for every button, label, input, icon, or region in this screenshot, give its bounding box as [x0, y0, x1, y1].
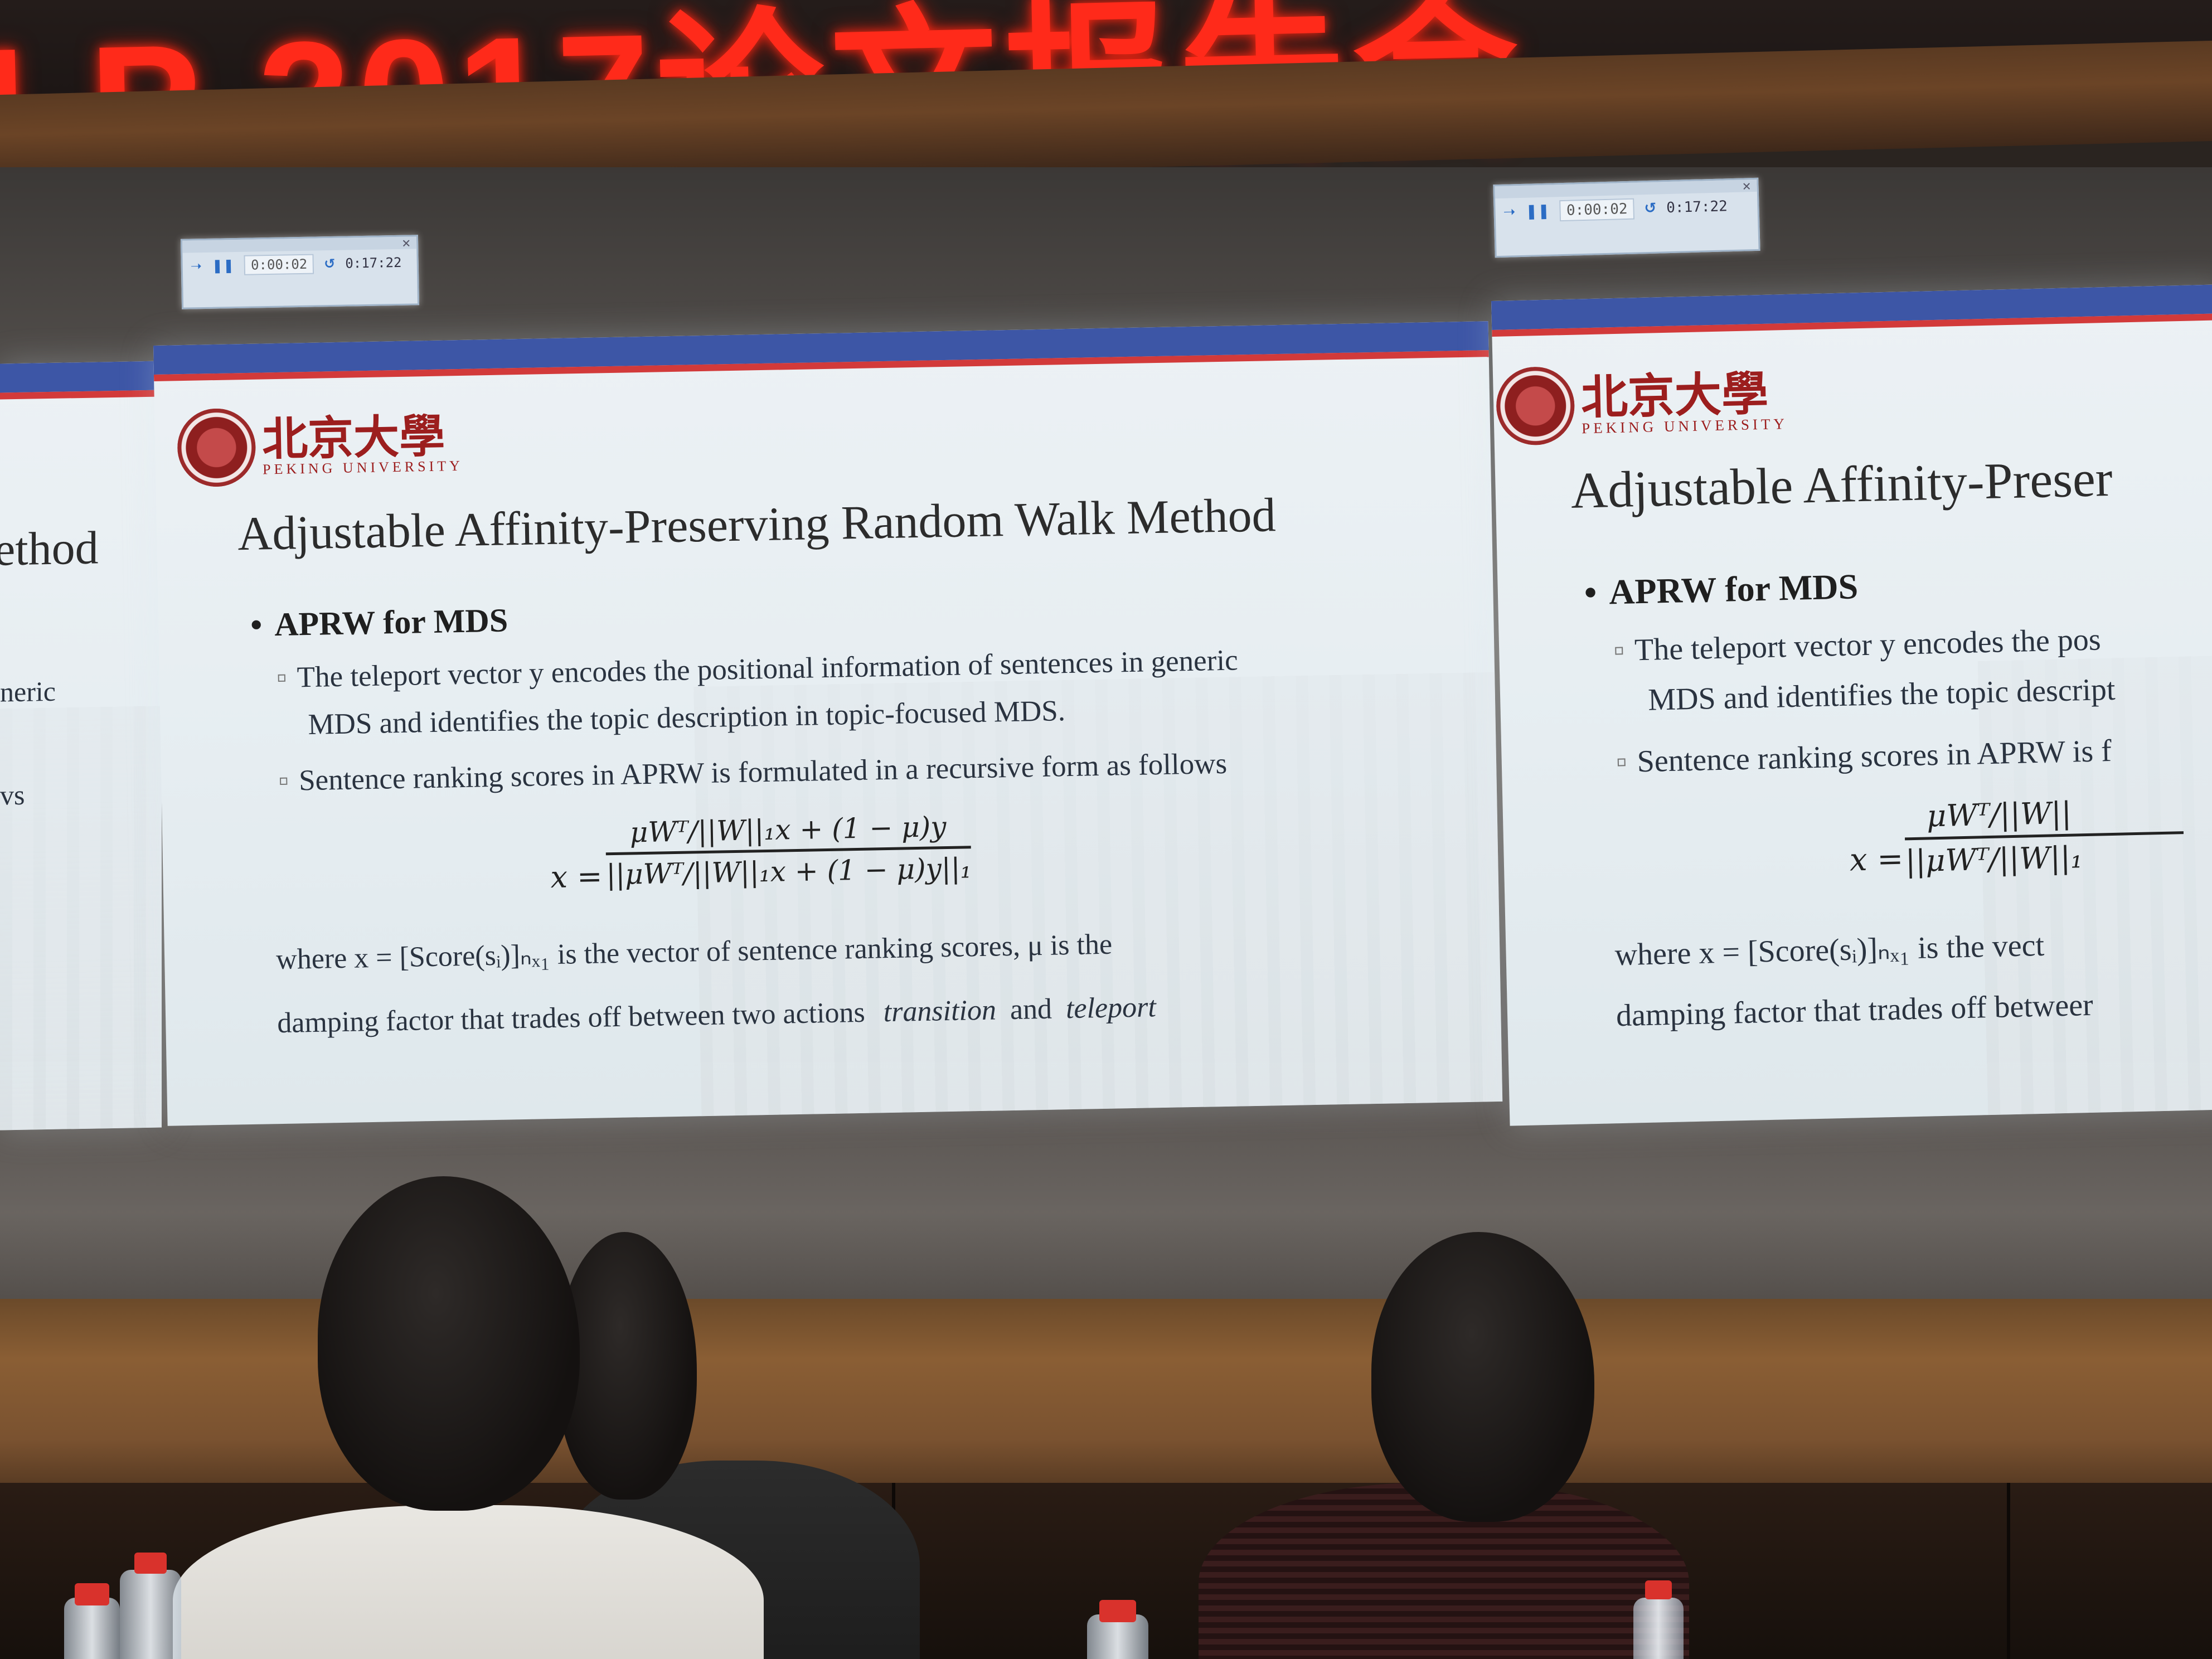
pku-seal-icon	[1495, 366, 1575, 446]
presenter-toolbar-right[interactable]: ✕ ➝ ❚❚ 0:00:02 ↺ 0:17:22	[1493, 177, 1760, 258]
slide-title-fragment: ethod	[0, 522, 99, 576]
person-head	[557, 1232, 697, 1500]
equation-numerator: μWᵀ/||W||	[1926, 795, 2072, 834]
logo-english: PEKING UNIVERSITY	[262, 457, 464, 478]
bullet-heading: •APRW for MDS	[1584, 566, 1859, 613]
sub-bullet-mark: ▫	[1616, 744, 1628, 780]
pku-seal-icon	[177, 408, 256, 488]
reset-icon[interactable]: ↺	[1644, 200, 1657, 217]
presenter-toolbar-left[interactable]: ✕ ➝ ❚❚ 0:00:02 ↺ 0:17:22	[180, 235, 420, 309]
reset-icon[interactable]: ↺	[323, 255, 336, 272]
right-slide: 北京大學 PEKING UNIVERSITY Adjustable Affini…	[1491, 284, 2212, 1126]
slide-background-building	[693, 672, 1503, 1117]
logo-chinese: 北京大學	[1580, 365, 1769, 425]
slide-title: Adjustable Affinity-Preser	[1570, 449, 2113, 519]
damping-term-transition: transition	[883, 994, 997, 1029]
pause-icon[interactable]: ❚❚	[211, 258, 235, 274]
damping-term-teleport: teleport	[1065, 991, 1157, 1025]
water-bottle	[1087, 1600, 1148, 1659]
slide-background-building	[0, 706, 162, 1131]
where-line: where x = [Score(sᵢ)]ₙₓ₁ is the vect	[1614, 928, 2045, 973]
center-slide: 北京大學 PEKING UNIVERSITY Adjustable Affini…	[153, 321, 1503, 1126]
logo-chinese: 北京大學	[261, 409, 445, 467]
left-slide: ethod neric vs	[0, 361, 162, 1131]
pku-logo: 北京大學 PEKING UNIVERSITY	[177, 404, 464, 488]
equation-denominator: ||μWᵀ/||W||₁x + (1 − μ)y||₁	[606, 852, 972, 891]
water-bottle	[64, 1583, 120, 1659]
equation-numerator: μWᵀ/||W||₁x + (1 − μ)y	[629, 811, 947, 849]
pku-logo: 北京大學 PEKING UNIVERSITY	[1495, 361, 1788, 446]
person-back-white-shirt	[173, 1505, 764, 1659]
pause-icon[interactable]: ❚❚	[1525, 202, 1550, 220]
slide-line-fragment: neric	[0, 675, 56, 708]
equation-fraction: μWᵀ/||W||₁x + (1 − μ)y ||μWᵀ/||W||₁x + (…	[605, 810, 972, 891]
elapsed-time: 0:00:02	[1559, 198, 1635, 222]
arrow-icon[interactable]: ➝	[1503, 203, 1516, 221]
damping-and: and	[1010, 993, 1052, 1026]
sub-bullet-mark: ▫	[278, 764, 289, 798]
slide-line-fragment: vs	[0, 779, 25, 811]
person-head	[1371, 1232, 1594, 1522]
slide-title: Adjustable Affinity-Preserving Random Wa…	[237, 488, 1277, 561]
arrow-icon[interactable]: ➝	[190, 258, 202, 274]
equation-lhs: x =	[550, 858, 603, 895]
bullet-heading-text: APRW for MDS	[1608, 566, 1859, 612]
close-icon[interactable]: ✕	[401, 236, 411, 250]
close-icon[interactable]: ✕	[1742, 180, 1752, 193]
equation-denominator: ||μWᵀ/||W||₁	[1905, 840, 2083, 879]
elapsed-time: 0:00:02	[244, 254, 314, 275]
bullet-heading-text: APRW for MDS	[274, 601, 508, 643]
water-bottle	[120, 1553, 181, 1659]
slide-background-building	[1977, 655, 2212, 1115]
sub-bullet-mark: ▫	[1613, 633, 1625, 668]
equation-lhs: x =	[1849, 841, 1904, 879]
bullet-dot: •	[250, 606, 263, 643]
total-time: 0:17:22	[1666, 198, 1728, 217]
slide-header-band	[0, 361, 162, 393]
water-bottle	[1633, 1580, 1684, 1659]
bullet-dot: •	[1584, 572, 1598, 613]
total-time: 0:17:22	[345, 254, 402, 271]
equation-fraction: μWᵀ/||W|| ||μWᵀ/||W||₁	[1904, 793, 2184, 879]
sub-bullet-mark: ▫	[276, 661, 288, 695]
person-head	[318, 1176, 580, 1511]
panel-seam	[2007, 1483, 2010, 1659]
bullet-heading: • APRW for MDS	[250, 601, 508, 644]
